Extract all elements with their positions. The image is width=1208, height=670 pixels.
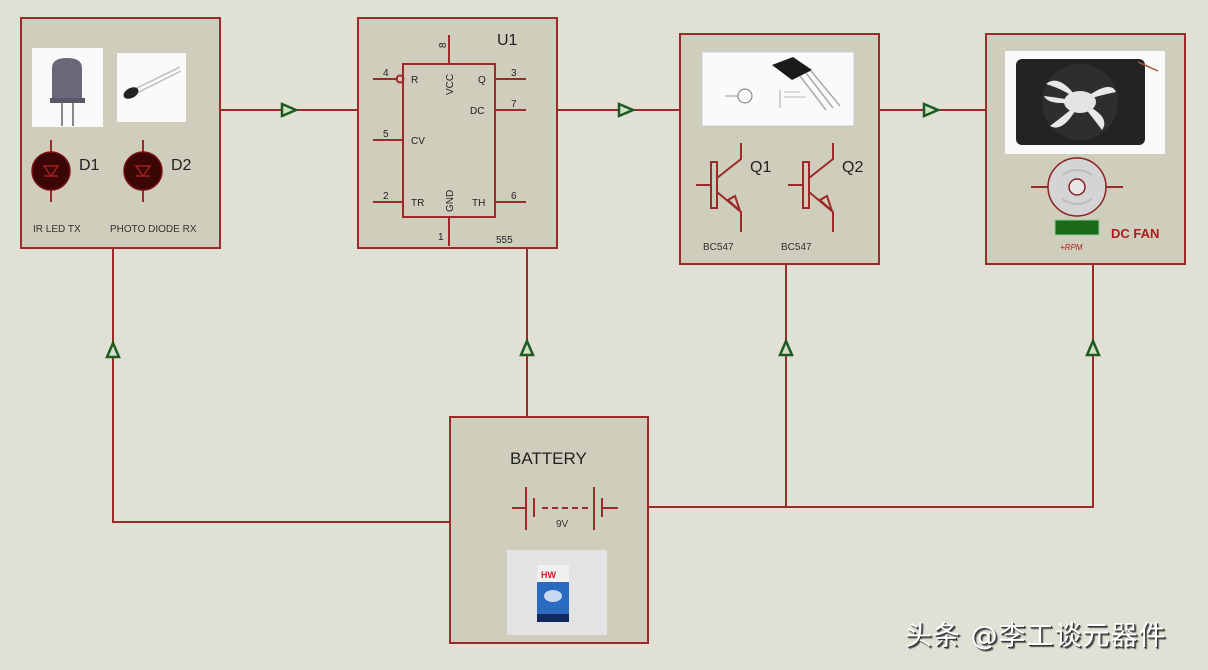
- battery-symbol: [512, 487, 618, 530]
- d1-description: IR LED TX: [33, 224, 81, 235]
- ic-pins: [373, 35, 526, 246]
- driver-block[interactable]: Q1 BC547 Q2 BC547: [679, 33, 880, 265]
- pin-gnd-number: 1: [438, 232, 444, 243]
- pin-r-number: 4: [383, 68, 389, 79]
- q2-ref-label: Q2: [842, 159, 863, 176]
- pin-cv-number: 5: [383, 129, 389, 140]
- battery-title: BATTERY: [510, 449, 587, 468]
- pin-tr-number: 2: [383, 191, 389, 202]
- battery-voltage: 9V: [556, 519, 569, 530]
- arrow-up-marker: [105, 339, 121, 359]
- sensor-block[interactable]: D1 D2 IR LED TX PHOTO DIODE RX: [20, 17, 221, 249]
- arrow-right-marker: [922, 102, 942, 118]
- fan-block[interactable]: DC FAN +RPM: [985, 33, 1186, 265]
- fan-label: DC FAN: [1111, 226, 1159, 241]
- rpm-display: [1054, 219, 1100, 236]
- transistor-q1-symbol: [696, 143, 743, 232]
- diode-d2-symbol: [123, 140, 163, 202]
- svg-text:HW: HW: [541, 570, 556, 580]
- arrow-right-marker: [617, 102, 637, 118]
- pin-r-name: R: [411, 75, 418, 86]
- pin-dc-number: 7: [511, 99, 517, 110]
- pin-gnd-name: GND: [445, 190, 456, 212]
- motor-symbol: [1031, 157, 1123, 217]
- q1-part-label: BC547: [703, 242, 734, 253]
- watermark: 头条 @李工谈元器件: [905, 621, 1167, 652]
- ic-555-body: [402, 63, 496, 218]
- arrow-up-marker: [1085, 337, 1101, 357]
- rpm-label: +RPM: [1060, 243, 1083, 252]
- pin-q-number: 3: [511, 68, 517, 79]
- arrow-right-marker: [280, 102, 300, 118]
- bc547-photo: [701, 51, 855, 127]
- arrow-up-marker: [778, 337, 794, 357]
- battery-block[interactable]: BATTERY 9V HW: [449, 416, 649, 644]
- d1-ref-label: D1: [79, 157, 100, 174]
- timer-block[interactable]: U1 4 R 8 VCC 3 Q 7 DC 5 CV 2 TR 1 GND: [357, 17, 558, 249]
- pin-th-number: 6: [511, 191, 517, 202]
- wire-battery-to-sensor: [112, 248, 450, 523]
- q2-part-label: BC547: [781, 242, 812, 253]
- d2-ref-label: D2: [171, 157, 192, 174]
- flow-markers: [105, 102, 1101, 359]
- diode-d1-symbol: [31, 140, 71, 202]
- pin-dc-name: DC: [470, 106, 484, 117]
- pin-vcc-number: 8: [438, 42, 449, 48]
- reset-inverter-bubble: [395, 74, 405, 84]
- pin-q-name: Q: [478, 75, 486, 86]
- q1-ref-label: Q1: [750, 159, 771, 176]
- ir-led-photo: [32, 48, 103, 127]
- timer-part-label: 555: [496, 235, 513, 246]
- pin-cv-name: CV: [411, 136, 425, 147]
- fan-photo: [1005, 51, 1165, 154]
- timer-ref-label: U1: [497, 32, 518, 49]
- pin-th-name: TH: [472, 198, 485, 209]
- wire-battery-to-driver-fan: [648, 264, 1094, 508]
- pin-tr-name: TR: [411, 198, 424, 209]
- arrow-up-marker: [519, 337, 535, 357]
- pin-vcc-name: VCC: [445, 74, 456, 95]
- battery-photo: HW: [507, 550, 607, 635]
- transistor-q2-symbol: [788, 143, 835, 232]
- d2-description: PHOTO DIODE RX: [110, 224, 197, 235]
- photodiode-photo: [117, 53, 186, 122]
